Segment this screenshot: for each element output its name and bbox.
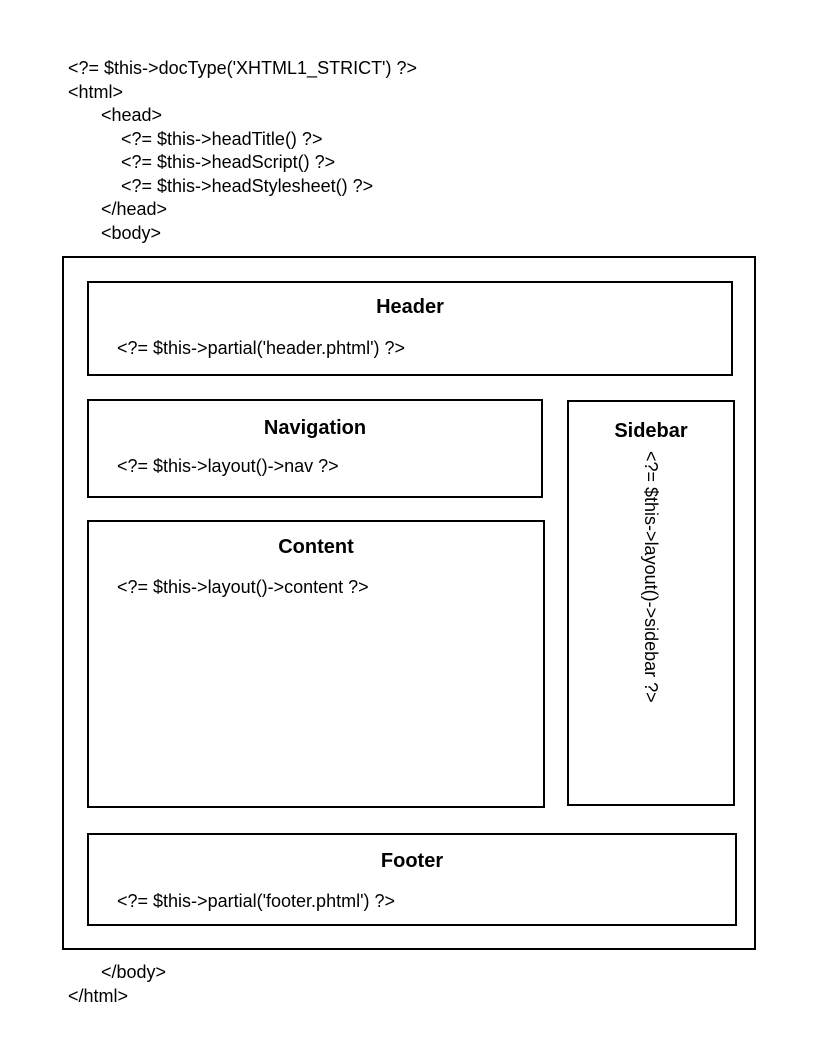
code-line: </html> — [68, 985, 129, 1006]
bottom-code-block: </body> </html> — [68, 961, 166, 1008]
content-box-title: Content — [278, 536, 354, 558]
sidebar-box-title: Sidebar — [614, 420, 688, 442]
footer-box: Footer <?= $this->partial('footer.phtml'… — [87, 833, 737, 926]
navigation-box-code: <?= $this->layout()->nav ?> — [117, 456, 339, 476]
sidebar-box: Sidebar <?= $this->layout()->sidebar ?> — [567, 400, 735, 806]
sidebar-box-code-vertical: <?= $this->layout()->sidebar ?> — [641, 451, 661, 703]
navigation-box-title: Navigation — [263, 417, 367, 439]
code-line: <head> — [101, 105, 163, 125]
navigation-box: Navigation <?= $this->layout()->nav ?> — [87, 399, 543, 498]
header-box: Header <?= $this->partial('header.phtml'… — [87, 281, 733, 376]
header-box-code: <?= $this->partial('header.phtml') ?> — [117, 338, 406, 358]
code-line: <html> — [68, 81, 124, 102]
header-box-title: Header — [376, 296, 444, 318]
code-line: <body> — [101, 222, 162, 243]
code-line: </head> — [101, 199, 168, 219]
code-line: <?= $this->headScript() ?> — [121, 152, 336, 172]
content-box-code: <?= $this->layout()->content ?> — [117, 577, 369, 597]
footer-box-code: <?= $this->partial('footer.phtml') ?> — [117, 891, 396, 911]
code-line: <?= $this->docType('XHTML1_STRICT') ?> — [68, 58, 418, 78]
code-line: </body> — [101, 962, 167, 982]
content-box: Content <?= $this->layout()->content ?> — [87, 520, 545, 808]
footer-box-title: Footer — [380, 850, 444, 872]
code-line: <?= $this->headTitle() ?> — [121, 128, 323, 149]
top-code-block: <?= $this->docType('XHTML1_STRICT') ?> <… — [68, 57, 417, 245]
code-line: <?= $this->headStylesheet() ?> — [121, 175, 374, 196]
